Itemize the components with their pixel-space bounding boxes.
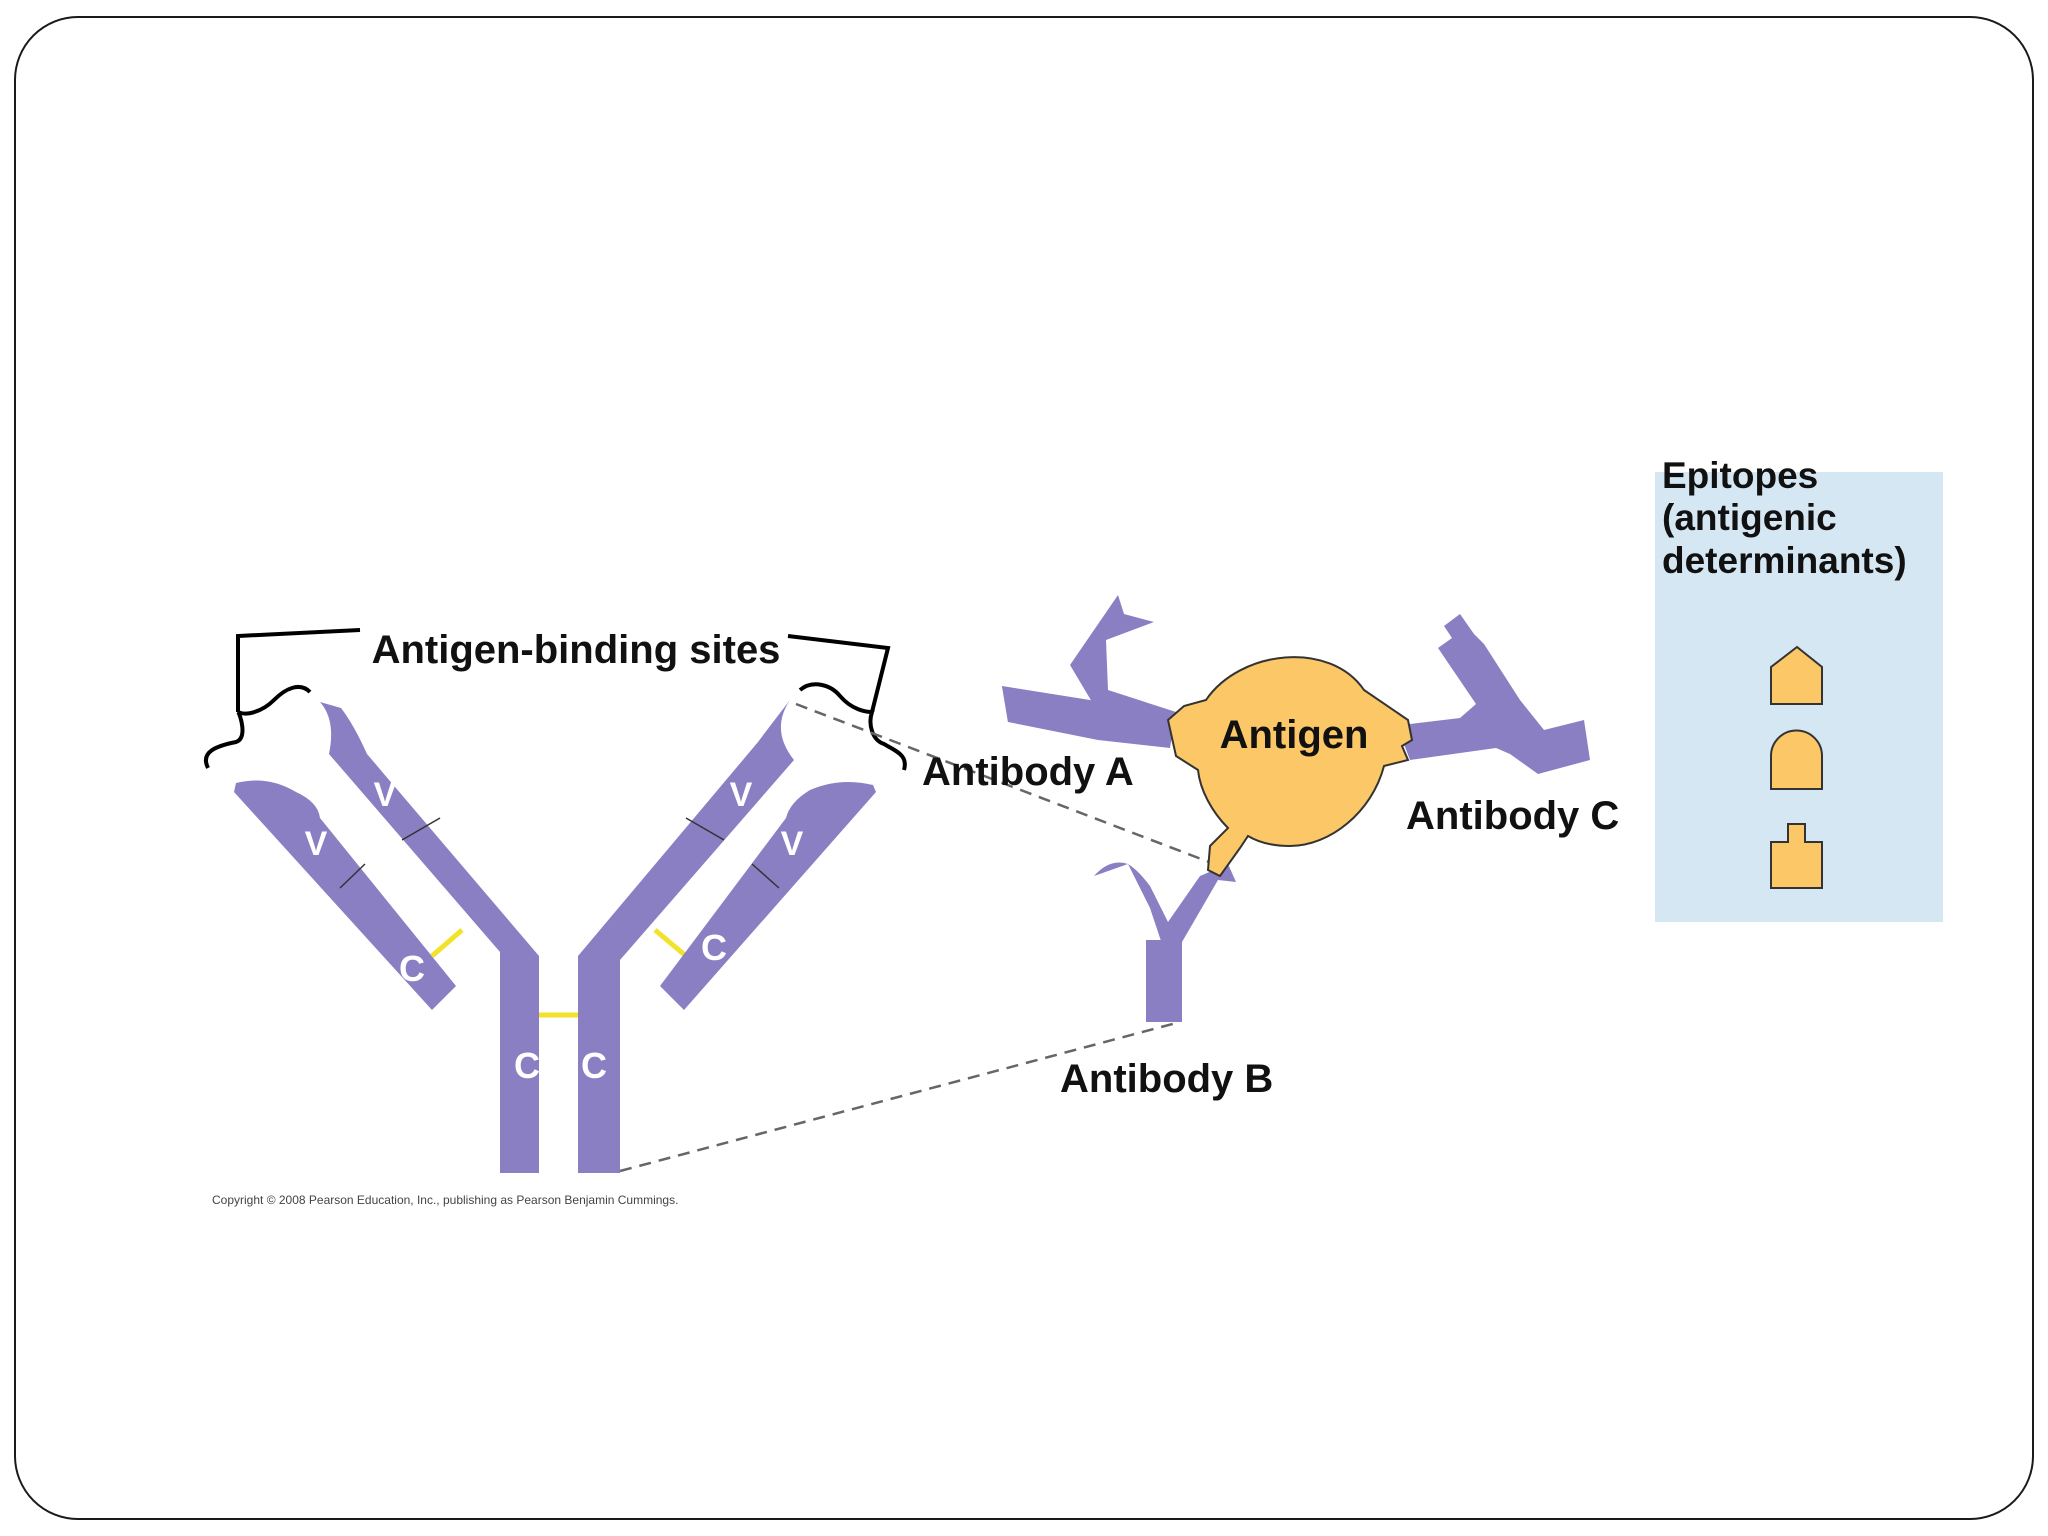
- segment-divider: [685, 817, 725, 841]
- antibody-a: [1002, 595, 1176, 748]
- antigen-label: Antigen: [1220, 713, 1369, 757]
- constant-region-label: C: [514, 1045, 540, 1086]
- antigen-complex: [1002, 595, 1590, 1022]
- heavy-chain-left: [320, 702, 539, 1173]
- light-chain-left: [234, 780, 456, 1010]
- segment-divider: [401, 817, 441, 841]
- heavy-chain-right: [578, 700, 794, 1173]
- constant-region-label: C: [701, 927, 727, 968]
- zoom-line-upper: [795, 702, 1210, 864]
- light-chain-right: [660, 781, 876, 1010]
- antibody-b-stem: [1146, 940, 1182, 1022]
- antibody-a-label: Antibody A: [922, 750, 1134, 794]
- binding-site-bracket-left: [204, 628, 361, 769]
- variable-region-label: V: [305, 825, 328, 863]
- zoom-line-lower: [619, 1020, 1181, 1173]
- segment-divider: [751, 863, 780, 889]
- binding-site-bracket-right: [787, 634, 907, 771]
- epitope-dome: [1770, 729, 1823, 790]
- epitopes-title-line2: (antigenic: [1662, 497, 1837, 538]
- antigen-body: [1166, 656, 1414, 878]
- antibody-b-label: Antibody B: [1060, 1057, 1273, 1101]
- antigen-binding-sites-label: Antigen-binding sites: [372, 628, 781, 672]
- segment-divider: [339, 863, 366, 889]
- constant-region-label: C: [399, 948, 425, 989]
- disulfide-bond-left: [430, 928, 464, 958]
- variable-region-label: V: [781, 825, 804, 863]
- variable-region-label: V: [730, 776, 753, 814]
- epitope-notched: [1770, 823, 1823, 889]
- antibody-c: [1404, 614, 1590, 774]
- epitopes-title-line1: Epitopes: [1662, 455, 1818, 496]
- antibody-a-arm: [1002, 686, 1170, 748]
- disulfide-bond-right: [653, 928, 688, 958]
- copyright-notice: Copyright © 2008 Pearson Education, Inc.…: [212, 1193, 678, 1207]
- epitope-pentagon: [1770, 645, 1823, 705]
- antibody-c-label: Antibody C: [1406, 794, 1619, 838]
- epitopes-title-line3: determinants): [1662, 540, 1907, 581]
- variable-region-label: V: [374, 776, 397, 814]
- antibody-structure: V V V V C C C C: [234, 700, 876, 1173]
- constant-region-label: C: [581, 1045, 607, 1086]
